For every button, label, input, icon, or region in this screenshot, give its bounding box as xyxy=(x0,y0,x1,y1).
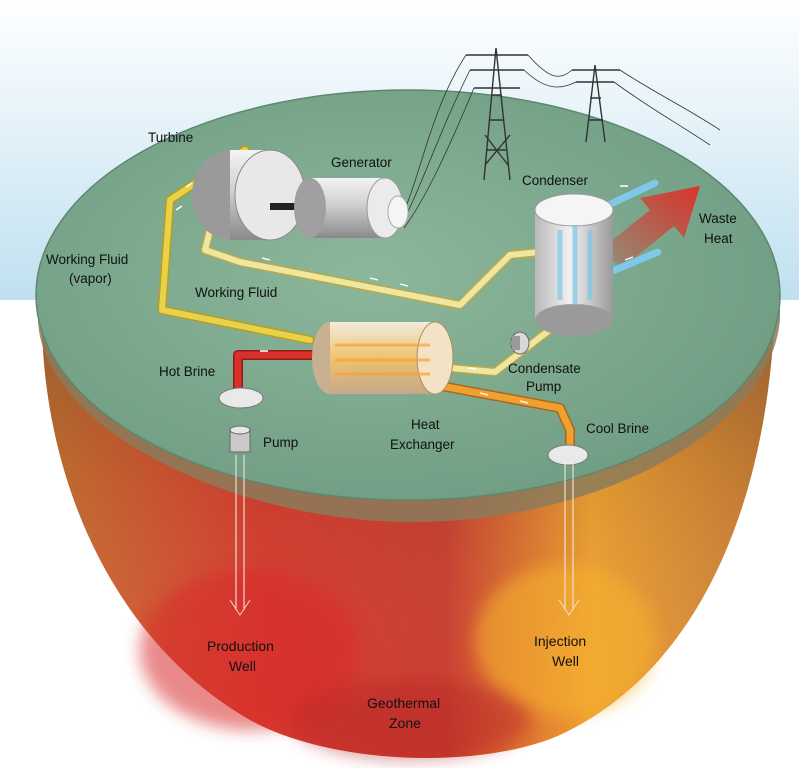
condensate-pump xyxy=(510,331,530,355)
label-heat-exchanger-line1: Heat xyxy=(411,417,440,432)
label-pump: Pump xyxy=(263,435,298,450)
label-production-well-line1: Production xyxy=(207,638,274,654)
production-wellhead xyxy=(218,387,264,409)
brine-pipes xyxy=(233,350,575,455)
downhole-pump xyxy=(229,425,251,453)
label-injection-well-line2: Well xyxy=(552,653,579,669)
label-condensate-pump-line2: Pump xyxy=(526,379,561,394)
label-production-well-line2: Well xyxy=(229,658,256,674)
label-waste-heat-line1: Waste xyxy=(699,211,737,226)
label-injection-well-line1: Injection xyxy=(534,633,586,649)
label-geothermal-zone-line1: Geothermal xyxy=(367,695,440,711)
transmission-towers xyxy=(399,47,721,229)
waste-heat-arrow xyxy=(600,186,700,268)
label-working-fluid-vapor-line1: Working Fluid xyxy=(46,252,128,267)
condenser xyxy=(534,193,614,336)
label-cool-brine: Cool Brine xyxy=(586,421,649,436)
injection-wellhead xyxy=(547,444,589,466)
label-working-fluid: Working Fluid xyxy=(195,285,277,300)
flow-arrows xyxy=(175,182,634,404)
label-generator: Generator xyxy=(331,155,392,170)
label-geothermal-zone-line2: Zone xyxy=(389,715,421,731)
label-condensate-pump-line1: Condensate xyxy=(508,361,581,376)
label-waste-heat-line2: Heat xyxy=(704,231,733,246)
label-hot-brine: Hot Brine xyxy=(159,364,215,379)
generator xyxy=(294,177,409,239)
label-working-fluid-vapor-line2: (vapor) xyxy=(69,271,112,286)
well-shafts xyxy=(229,455,580,616)
label-heat-exchanger-line2: Exchanger xyxy=(390,437,455,452)
label-turbine: Turbine xyxy=(148,130,193,145)
turbine xyxy=(192,149,320,241)
heat-exchanger xyxy=(312,321,454,395)
label-condenser: Condenser xyxy=(522,173,589,188)
